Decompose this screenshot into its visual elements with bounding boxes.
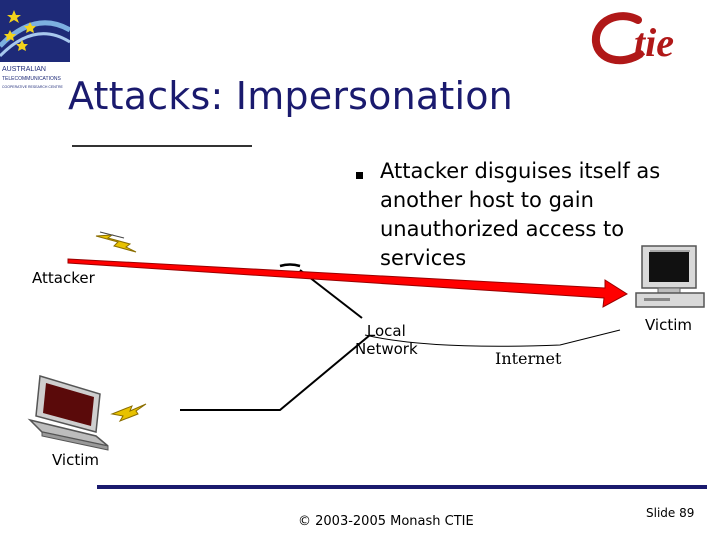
- victim-link-line: [180, 334, 371, 411]
- title-divider: [72, 145, 252, 147]
- bullet-marker-icon: [356, 172, 363, 179]
- slide-title: Attacks: Impersonation: [68, 74, 513, 118]
- atrc-line-3: COOPERATIVE RESEARCH CENTRE: [2, 85, 63, 89]
- footer-divider: [97, 485, 707, 489]
- slide-number: Slide 89: [646, 506, 695, 520]
- bullet-text: Attacker disguises itself as another hos…: [380, 159, 661, 270]
- atrc-logo: AUSTRALIAN TELECOMMUNICATIONS COOPERATIV…: [0, 0, 70, 89]
- internet-link-line: [364, 329, 621, 347]
- victim-desktop-label: Victim: [645, 316, 693, 334]
- atrc-line-2: TELECOMMUNICATIONS: [2, 76, 61, 82]
- copyright-text: © 2003-2005 Monash CTIE: [298, 514, 474, 529]
- laptop-icon: [27, 375, 109, 451]
- local-network-label-line-2: Network: [355, 340, 418, 358]
- lightning-bolt-icon: [110, 403, 147, 422]
- victim-laptop-label: Victim: [52, 451, 100, 469]
- desktop-computer-icon: [635, 245, 705, 308]
- internet-label: Internet: [495, 349, 562, 368]
- local-network-label-line-1: Local: [366, 322, 406, 340]
- atrc-line-1: AUSTRALIAN: [2, 66, 46, 73]
- impersonation-arrow: [67, 258, 628, 308]
- local-network-label: Local Network: [355, 322, 418, 358]
- ctie-logo: tie: [591, 12, 674, 65]
- attacker-label: Attacker: [32, 269, 95, 287]
- router-mark: [279, 263, 301, 268]
- svg-text:tie: tie: [634, 20, 674, 65]
- lightning-bolt-icon: [95, 231, 137, 253]
